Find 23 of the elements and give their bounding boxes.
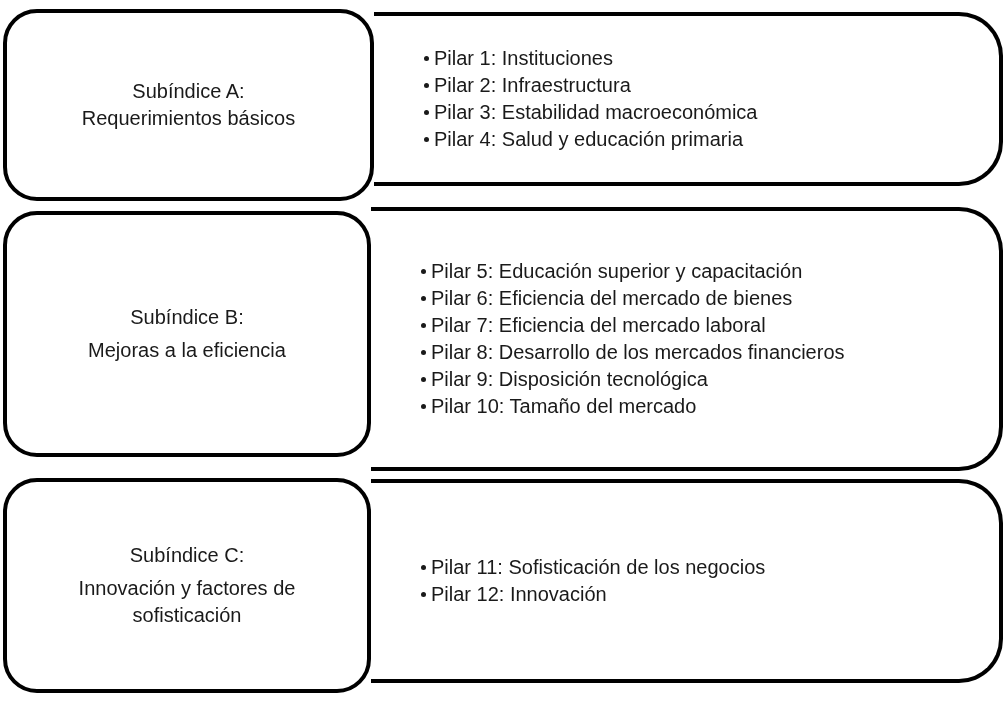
pillar-item: Pilar 8: Desarrollo de los mercados financieros — [431, 341, 845, 363]
subindex-title: Innovación y factores de sofisticación — [77, 576, 297, 628]
subindex-title: Subíndice C: — [129, 543, 245, 568]
pillar-item: Pilar 7: Eficiencia del mercado laboral — [431, 314, 766, 336]
subindex-box — [3, 211, 371, 457]
pillar-item: Pilar 2: Infraestructura — [434, 74, 631, 96]
subindex-box — [3, 9, 374, 201]
subindex-title: Mejoras a la eficiencia — [88, 338, 286, 363]
subindex-title: Subíndice A: Requerimientos básicos — [80, 79, 297, 131]
pillar-item: Pilar 1: Instituciones — [434, 47, 613, 69]
subindex-box — [3, 478, 371, 693]
pillar-list-box — [371, 479, 1003, 683]
pillar-item: Pilar 12: Innovación — [431, 583, 607, 605]
pillar-item: Pilar 11: Sofisticación de los negocios — [431, 556, 766, 578]
pillar-item: Pilar 10: Tamaño del mercado — [431, 395, 697, 417]
pillar-item: Pilar 5: Educación superior y capacitación — [431, 260, 803, 282]
pillar-item: Pilar 6: Eficiencia del mercado de bienes — [431, 287, 793, 309]
pillar-item: Pilar 9: Disposición tecnológica — [431, 368, 708, 390]
pillar-item: Pilar 4: Salud y educación primaria — [434, 128, 744, 150]
pillar-list-box — [371, 207, 1003, 471]
pillar-item: Pilar 3: Estabilidad macroeconómica — [434, 101, 758, 123]
pillar-list-box — [374, 12, 1003, 186]
subindex-title: Subíndice B: — [130, 305, 244, 330]
